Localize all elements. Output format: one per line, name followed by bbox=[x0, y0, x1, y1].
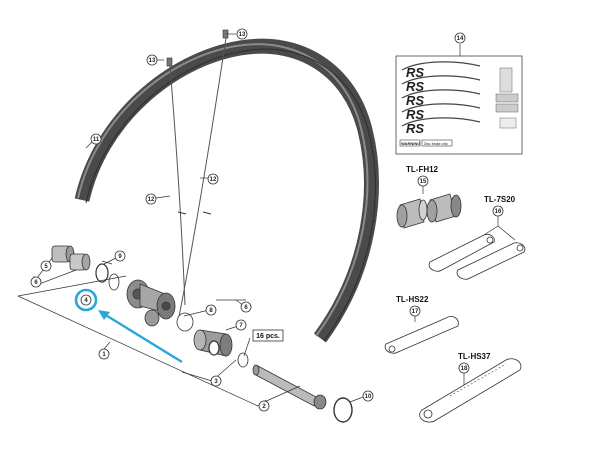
callout-4 bbox=[80, 294, 92, 306]
callout-6b-label: 6 bbox=[244, 305, 248, 311]
callout-17-label: 17 bbox=[412, 309, 419, 315]
callout-12a-label: 12 bbox=[148, 197, 155, 203]
svg-text:RS: RS bbox=[406, 93, 424, 108]
hub-shell bbox=[126, 279, 176, 327]
callout-13b bbox=[236, 28, 248, 40]
callout-7-label: 7 bbox=[239, 323, 243, 329]
label-tl-hs22: TL-HS22 bbox=[396, 295, 429, 304]
callout-11 bbox=[90, 133, 102, 145]
axle bbox=[252, 364, 327, 410]
callout-16-label: 16 bbox=[495, 209, 502, 215]
tool-tl-hs37 bbox=[419, 358, 522, 423]
label-tl-fh12: TL-FH12 bbox=[406, 165, 439, 174]
decal-warning-label: WARNING bbox=[401, 141, 420, 146]
spokes bbox=[166, 29, 229, 323]
callout-2 bbox=[258, 400, 270, 412]
callout-17 bbox=[409, 305, 421, 317]
washer-9 bbox=[95, 263, 109, 283]
callout-6a bbox=[30, 276, 42, 288]
callout-10 bbox=[362, 390, 374, 402]
svg-text:RS: RS bbox=[406, 121, 424, 136]
callout-13b-label: 13 bbox=[239, 32, 246, 38]
callout-3 bbox=[210, 375, 222, 387]
svg-text:RS: RS bbox=[406, 107, 424, 122]
callout-8 bbox=[205, 304, 217, 316]
callout-1-label: 1 bbox=[102, 352, 106, 358]
callout-18-label: 18 bbox=[461, 366, 468, 372]
callout-12b bbox=[207, 173, 219, 185]
callout-7 bbox=[235, 319, 247, 331]
callout-16 bbox=[492, 205, 504, 217]
callout-15-label: 15 bbox=[420, 179, 427, 185]
callout-12b-label: 12 bbox=[210, 177, 217, 183]
callout-6b bbox=[240, 301, 252, 313]
quantity-text: 16 pcs. bbox=[256, 333, 280, 340]
callout-5-label: 5 bbox=[44, 264, 48, 270]
callout-10-label: 10 bbox=[365, 394, 372, 400]
washer-freehub bbox=[237, 352, 249, 368]
callout-4-label: 4 bbox=[84, 298, 88, 304]
callout-14-label: 14 bbox=[457, 36, 464, 42]
svg-text:RS: RS bbox=[406, 79, 424, 94]
callout-15 bbox=[417, 175, 429, 187]
callout-2-label: 2 bbox=[262, 404, 266, 410]
o-ring-9b bbox=[108, 273, 120, 291]
decal-sheet: RS RS RS RS RS WARNING Disc brake only bbox=[395, 55, 523, 155]
callout-14 bbox=[454, 32, 466, 44]
hub-assembly bbox=[51, 245, 353, 423]
callout-6a-label: 6 bbox=[34, 280, 38, 286]
callout-5 bbox=[40, 260, 52, 272]
svg-text:RS: RS bbox=[406, 65, 424, 80]
end-cap-left bbox=[51, 245, 91, 271]
callout-9-label: 9 bbox=[118, 254, 122, 260]
ring-10 bbox=[333, 397, 353, 423]
tool-tl-hs22 bbox=[384, 316, 459, 354]
callout-13a bbox=[146, 54, 158, 66]
freehub-body bbox=[176, 312, 233, 357]
label-tl-7s20: TL-7S20 bbox=[484, 195, 516, 204]
callout-8-label: 8 bbox=[209, 308, 213, 314]
callout-12a bbox=[145, 193, 157, 205]
highlight-marker bbox=[74, 288, 183, 364]
label-tl-hs37: TL-HS37 bbox=[458, 352, 491, 361]
quantity-box: 16 pcs. bbox=[252, 329, 284, 342]
tool-tl-7s20 bbox=[428, 234, 526, 280]
callout-1 bbox=[98, 348, 110, 360]
callout-11-label: 11 bbox=[93, 137, 100, 143]
rim bbox=[74, 38, 379, 343]
tool-tl-fh12 bbox=[396, 193, 462, 229]
callout-3-label: 3 bbox=[214, 379, 218, 385]
decal-warning-note: Disc brake only bbox=[424, 142, 448, 146]
callout-9 bbox=[114, 250, 126, 262]
callout-18 bbox=[458, 362, 470, 374]
callout-13a-label: 13 bbox=[149, 58, 156, 64]
